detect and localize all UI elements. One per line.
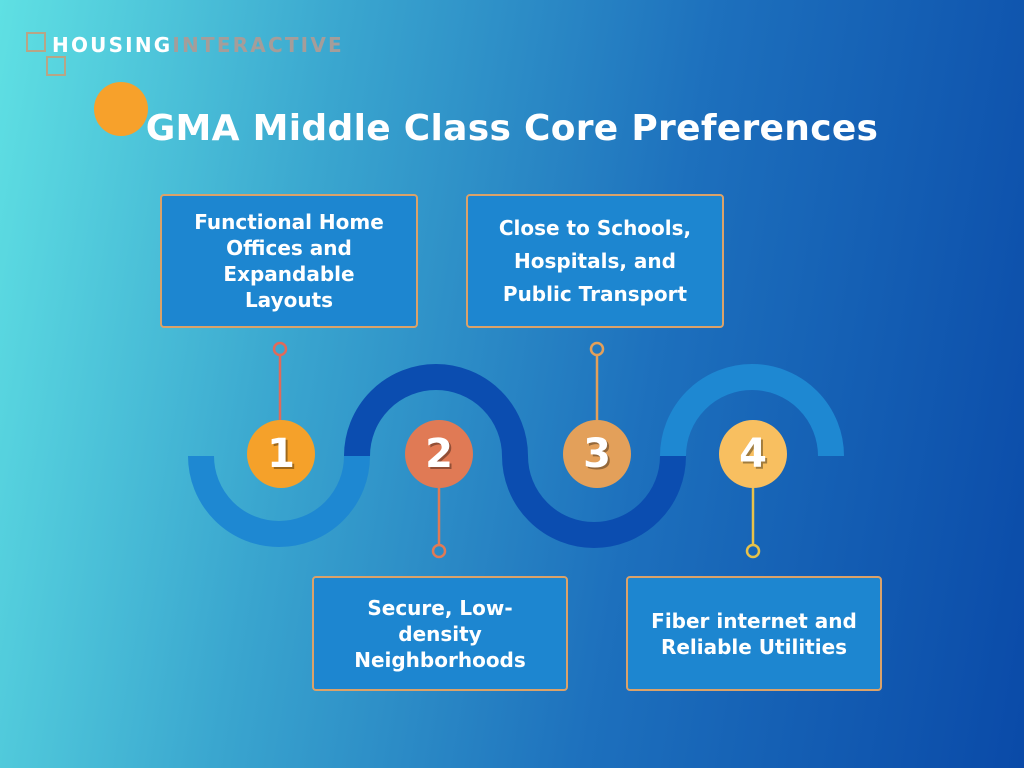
logo-word-housing: HOUSING [52, 33, 173, 57]
step-number-3: 3 [563, 420, 631, 488]
step-card-text: Secure, Low-density Neighborhoods [354, 595, 526, 672]
wave-segment-4 [660, 364, 844, 457]
page-title: GMA Middle Class Core Preferences [145, 108, 879, 149]
step-card-3: Close to Schools, Hospitals, and Public … [466, 194, 724, 328]
connector-pin-4 [745, 543, 761, 559]
housing-interactive-logo: HOUSINGINTERACTIVE [26, 30, 386, 78]
step-number-4: 4 [719, 420, 787, 488]
step-number-1: 1 [247, 420, 315, 488]
step-card-text: Fiber internet and Reliable Utilities [651, 608, 857, 659]
step-card-text: Close to Schools, Hospitals, and Public … [498, 215, 692, 306]
wave-segment-3 [502, 455, 686, 548]
wave-segment-1 [188, 455, 370, 547]
step-card-1: Functional Home Offices and Expandable L… [160, 194, 418, 328]
orange-accent-dot [94, 82, 148, 136]
step-card-text: Functional Home Offices and Expandable L… [194, 210, 384, 312]
logo-square-mark [46, 56, 66, 76]
step-number-2: 2 [405, 420, 473, 488]
logo-wordmark: HOUSINGINTERACTIVE [52, 33, 344, 57]
step-card-4: Fiber internet and Reliable Utilities [626, 576, 882, 691]
wave-segment-2 [344, 364, 528, 457]
step-card-2: Secure, Low-density Neighborhoods [312, 576, 568, 691]
connector-pin-1 [272, 341, 288, 357]
connector-pin-2 [431, 543, 447, 559]
logo-square-mark [26, 32, 46, 52]
logo-word-interactive: INTERACTIVE [172, 33, 344, 57]
connector-pin-3 [589, 341, 605, 357]
